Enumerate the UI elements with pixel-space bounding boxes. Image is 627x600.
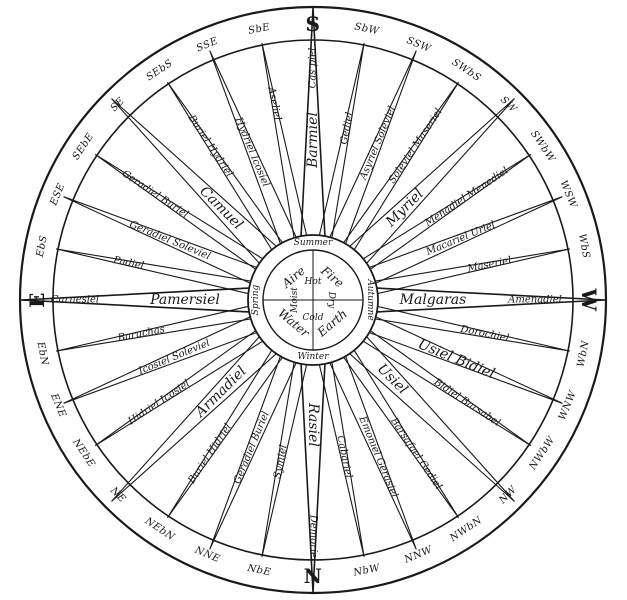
angel-dorochiel: Dorochiel [458, 324, 509, 345]
point-label-s: S [306, 12, 321, 36]
point-label-ene: ENE [48, 391, 68, 419]
point-label-se: SE [109, 95, 128, 114]
point-label-n: N [304, 564, 323, 588]
point-label-sebs: SEbS [144, 58, 175, 83]
angel-demoriel: Demoriel [308, 514, 319, 562]
angel-barmiel: Barmiel [305, 112, 321, 169]
angel-macariel-uriel: Macariel Uriel [424, 220, 497, 259]
inner-ring [52, 39, 574, 561]
point-label-nebn: NEbN [142, 515, 177, 544]
point-label-nebe: NEbE [70, 436, 97, 470]
angel-geradiel-buriel-s: Geradiel Buriel [120, 168, 190, 220]
outer-ring [18, 5, 608, 595]
point-label-w: W [577, 288, 601, 312]
angel-myriel: Myriel [382, 186, 427, 231]
point-label-sse: SSE [195, 36, 220, 55]
angel-padiel: Padiel [111, 255, 145, 272]
hub-winter: Winter [297, 352, 329, 362]
angel-cas-piel: Cas piel [308, 48, 319, 89]
angel-malgaras: Malgaras [399, 292, 467, 308]
angel-camuel: Camuel [196, 183, 246, 233]
point-label-nw: NW [497, 484, 520, 507]
point-label-sebe: SEbE [71, 131, 97, 162]
hub-dry: Dry [326, 291, 336, 310]
point-label-ebs: EbS [35, 234, 50, 259]
angel-cabariel: Cabariel [335, 435, 354, 479]
angel-barsafael-gediel: Barsafael Gediel [387, 415, 443, 492]
point-label-nbe: NbE [245, 563, 272, 579]
point-label-nbw: NbW [352, 563, 382, 579]
point-label-wbs: WbS [576, 233, 592, 260]
angel-rasiel: Rasiel [305, 402, 321, 447]
hub-autumne: Autumne [365, 278, 375, 320]
point-label-ne: NE [107, 485, 128, 506]
angel-buriel-hydriel: Buriel Hydriel [185, 112, 235, 179]
point-label-nne: NNE [192, 545, 222, 566]
angel-hidriel-icosiel: Hidriel Icosiel [126, 378, 192, 427]
angel-menadiel-menediel: Menadiel Menediel [422, 165, 510, 229]
angel-carnesiel: Carnesiel [51, 295, 99, 306]
hub-cold: Cold [303, 313, 324, 323]
point-label-wbn: WbN [576, 339, 592, 368]
point-label-wnw: WNW [557, 389, 579, 422]
hub-moist: Moist [290, 287, 300, 314]
angel-aseliel: Aseliel [265, 85, 283, 121]
hub-spring: Spring [251, 284, 261, 315]
angel-soleviel-maseriel: Soleviel Maseriel [387, 107, 445, 186]
angel-geradiel-soleviel: Geradiel Soleviel [128, 219, 212, 262]
point-label-ebn: EbN [34, 340, 50, 367]
point-label-sbw: SbW [353, 21, 380, 37]
point-label-e: E [25, 292, 49, 308]
point-label-ese: ESE [48, 182, 67, 209]
angel-armadiel: Armadiel [191, 363, 249, 421]
angel-gediel: Gediel [339, 111, 356, 145]
angel-amenadiel: Amenadiel [507, 295, 562, 306]
point-label-sw: SW [498, 94, 519, 115]
angel-hydriel-icosiel: Hydriel Icosiel [232, 115, 271, 189]
point-label-wsw: WSW [557, 179, 578, 210]
hub-summer: Summer [294, 238, 333, 248]
angel-buriel-hidriel: Buriel Hidriel [186, 422, 234, 487]
angel-baruchas: Baruchas [116, 324, 166, 344]
angel-symiel: Symiel [272, 444, 289, 480]
angel-icosiel-soleviel: Icosiel Soleviel [136, 338, 211, 378]
hub-hot: Hot [304, 277, 322, 287]
point-label-nnw: NNW [402, 544, 434, 566]
point-label-ssw: SSW [405, 35, 433, 55]
angel-usiel-bidiel: Usiel Bidiel [415, 336, 497, 382]
point-label-sbe: SbE [247, 22, 271, 37]
angel-geradiel-buriel-n: Geradiel Buriel [232, 410, 272, 486]
point-label-swbs: SWbS [450, 57, 483, 84]
angel-maseriel: Maseriel [466, 255, 513, 275]
angel-pamersiel: Pamersiel [149, 292, 220, 308]
